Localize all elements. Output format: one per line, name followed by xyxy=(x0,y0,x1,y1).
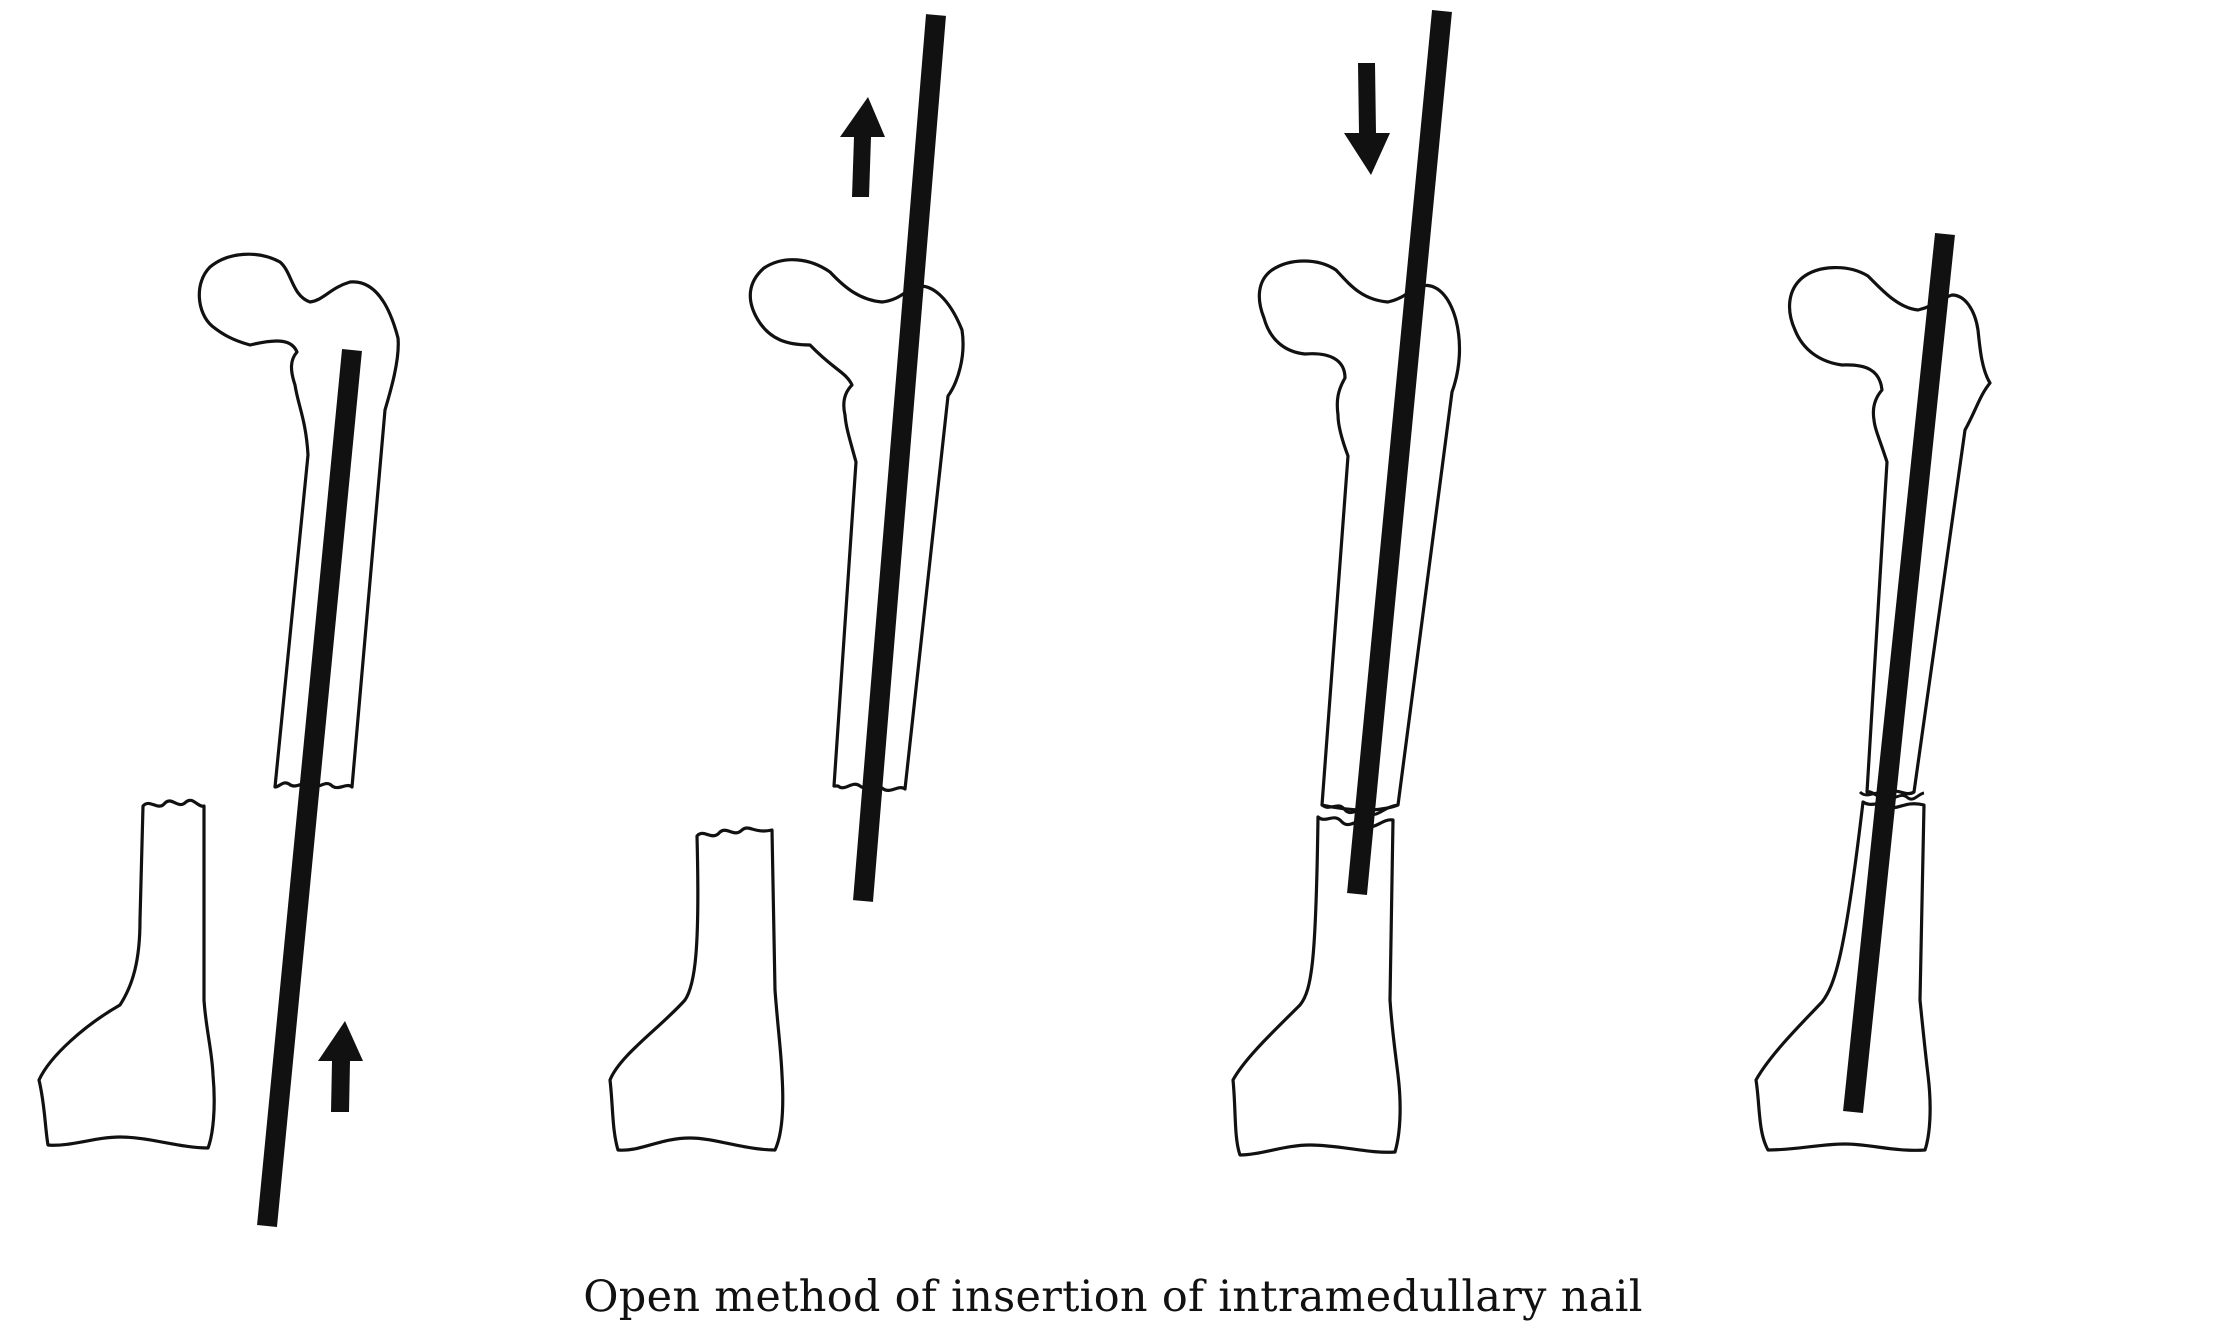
panel-2 xyxy=(608,14,965,1152)
distal-femur-1 xyxy=(37,798,216,1150)
down-arrow-3 xyxy=(1344,63,1390,175)
up-arrow-2 xyxy=(840,97,885,197)
intramedullary-nail-4 xyxy=(1843,232,1955,1114)
distal-femur-4 xyxy=(1754,800,1932,1152)
intramedullary-nail-3 xyxy=(1347,10,1452,895)
panel-4 xyxy=(1754,232,1992,1152)
up-arrow-1 xyxy=(318,1021,363,1112)
panel-1 xyxy=(37,252,400,1227)
proximal-femur-2 xyxy=(748,258,965,792)
proximal-femur-4 xyxy=(1787,266,1992,799)
intramedullary-nail-2 xyxy=(853,14,946,902)
panel-3 xyxy=(1231,10,1462,1157)
intramedullary-nail-1 xyxy=(257,349,362,1227)
figure-caption: Open method of insertion of intramedulla… xyxy=(583,1272,1643,1322)
proximal-femur-1 xyxy=(197,252,400,790)
distal-femur-2 xyxy=(608,826,785,1152)
distal-femur-3 xyxy=(1231,815,1402,1157)
proximal-femur-3 xyxy=(1257,259,1462,812)
